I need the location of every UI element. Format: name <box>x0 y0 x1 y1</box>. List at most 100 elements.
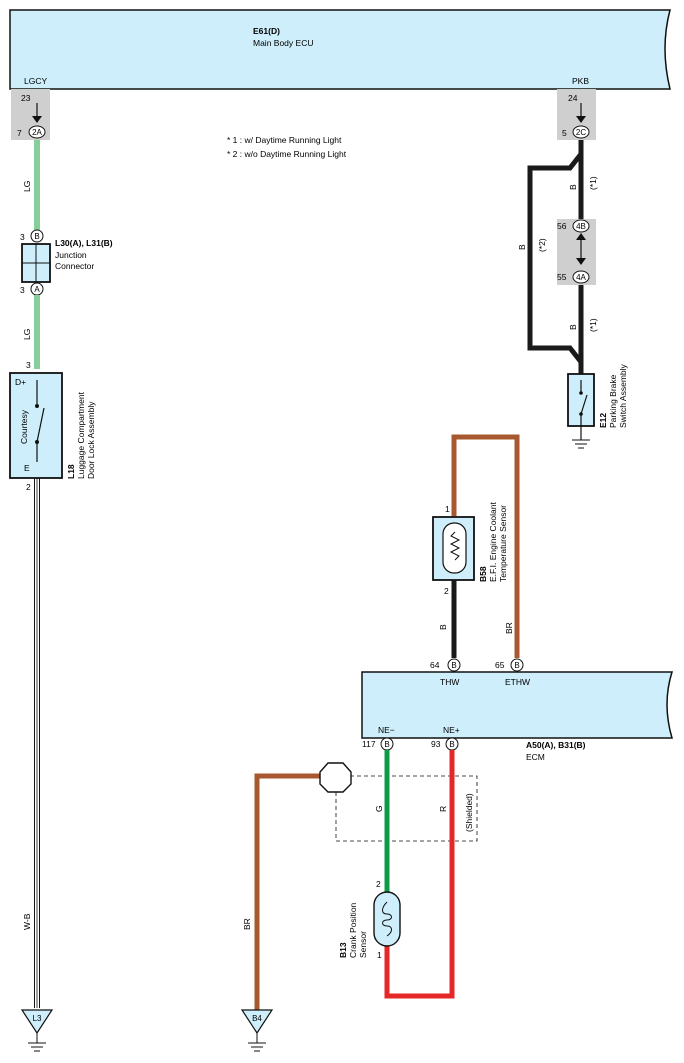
coolant-name-2: Temperature Sensor <box>498 505 508 582</box>
arrow-down-icon <box>576 258 586 265</box>
jc-top-term: B <box>34 232 39 241</box>
crank-pin-top: 2 <box>376 879 381 889</box>
right-conn-pin: 5 <box>562 128 567 138</box>
wire-wb-label: W-B <box>22 913 32 930</box>
right-wire-b-2: B <box>517 244 527 250</box>
shield-ground-icon <box>319 762 352 793</box>
jc-bottom-term: A <box>34 285 40 294</box>
wire-lg-label-1: LG <box>22 181 32 192</box>
bottom-ground-wire: BR <box>242 918 252 930</box>
switch-term-bottom: E <box>24 463 30 473</box>
mid-pin-b: 55 <box>557 272 567 282</box>
main-body-ecu: E61(D) Main Body ECU LGCY PKB <box>9 9 671 90</box>
ground-l3-icon <box>20 1009 54 1035</box>
arrow-down-icon <box>576 116 586 123</box>
left-ecu-pin: 23 <box>21 93 31 103</box>
wire-lg-label-2: LG <box>22 329 32 340</box>
right-note-1a: (*1) <box>588 176 598 190</box>
coolant-pin-top: 1 <box>445 504 450 514</box>
ecm-bottom-pin-1: 117 <box>362 739 376 749</box>
wire-br-coolant <box>451 434 520 658</box>
ecm-top-term-2: B <box>514 661 519 670</box>
crank-position-sensor: (Shielded) BR G R 2 1 B13 Crank Position… <box>242 750 478 1010</box>
ecm: 64 B 65 B THW ETHW NE− NE+ 117 B 93 B A5… <box>361 658 674 762</box>
ecm-top-term-1: B <box>451 661 456 670</box>
ground-l3-id: L3 <box>33 1014 42 1023</box>
switch-id: L18 <box>66 464 76 479</box>
ground-b4-icon <box>240 1009 274 1035</box>
right-ecu-pin: 24 <box>568 93 578 103</box>
wire-lg-upper <box>34 140 40 230</box>
switch-pin-bottom: 2 <box>26 482 31 492</box>
switch-name-2: Door Lock Assembly <box>86 401 96 479</box>
ecm-name: ECM <box>526 752 545 762</box>
crank-shielded: (Shielded) <box>464 793 474 832</box>
arrow-up-icon <box>576 233 586 240</box>
coolant-wire-br: BR <box>504 622 514 634</box>
crank-id: B13 <box>338 942 348 958</box>
mid-conn-a: 4B <box>576 222 586 231</box>
ground-b4: B4 <box>240 1009 274 1052</box>
crank-pin-bottom: 1 <box>377 950 382 960</box>
ecu-top-pin-right: PKB <box>572 76 589 86</box>
right-wire-b-3: B <box>568 324 578 330</box>
right-conn-id: 2C <box>576 128 586 137</box>
right-note-1b: (*1) <box>588 318 598 332</box>
notes: * 1 : w/ Daytime Running Light * 2 : w/o… <box>227 135 347 159</box>
ecm-bottom-pin-2: 93 <box>431 739 441 749</box>
coil-icon <box>382 901 392 937</box>
ecm-id: A50(A), B31(B) <box>526 740 586 750</box>
arrow-down-icon <box>32 116 42 123</box>
crank-name-2: Sensor <box>358 931 368 958</box>
ecm-top-pin-1: 64 <box>430 660 440 670</box>
switch-term-top: D+ <box>15 377 26 387</box>
ecu-top-id: E61(D) <box>253 26 280 36</box>
mid-conn-b: 4A <box>576 273 586 282</box>
coolant-pin-bottom: 2 <box>444 586 449 596</box>
left-circuit: 23 7 2A LG 3 B 3 A L30(A), L31(B) Juncti… <box>9 89 113 1052</box>
right-wire-b-1: B <box>568 184 578 190</box>
coolant-name-1: E.F.I. Engine Coolant <box>488 502 498 582</box>
crank-sensor-body <box>373 891 401 947</box>
ecm-top-label-2: ETHW <box>505 677 530 687</box>
ecu-top-pin-left: LGCY <box>24 76 47 86</box>
pkb-switch-name-1: Parking Brake <box>608 374 618 428</box>
ecm-bottom-label-1: NE− <box>378 725 395 735</box>
pkb-switch-name-2: Switch Assembly <box>618 363 628 428</box>
ecu-top-name: Main Body ECU <box>253 38 313 48</box>
crank-wire-r: R <box>438 806 448 812</box>
jc-name-1: Junction <box>55 250 87 260</box>
shield-box <box>335 775 478 842</box>
right-note-2: (*2) <box>537 238 547 252</box>
switch-contact-icon <box>580 394 588 415</box>
jc-pin-top: 3 <box>20 232 25 242</box>
coolant-temperature-sensor: 1 2 B58 E.F.I. Engine Coolant Temperatur… <box>432 434 520 658</box>
crank-name-1: Crank Position <box>348 902 358 958</box>
ground-b4-id: B4 <box>252 1014 262 1023</box>
ecm-bottom-term-1: B <box>384 740 389 749</box>
left-conn-pin: 7 <box>17 128 22 138</box>
thermistor-icon <box>442 522 467 574</box>
ecm-top-label-1: THW <box>440 677 459 687</box>
wire-lg-lower <box>34 295 40 369</box>
right-circuit: 24 5 2C B (*1) B (*2) 56 4B 55 4A B (*1) <box>517 89 628 449</box>
switch-pin-top: 3 <box>26 360 31 370</box>
crank-wire-g: G <box>374 805 384 812</box>
courtesy-switch-body <box>9 372 63 479</box>
wire-r <box>384 750 455 999</box>
ecm-bottom-term-2: B <box>449 740 454 749</box>
ecm-bottom-label-2: NE+ <box>443 725 460 735</box>
switch-name-1: Luggage Compartment <box>76 391 86 479</box>
ecm-body <box>361 671 674 739</box>
mid-pin-a: 56 <box>557 221 567 231</box>
pkb-switch-id: E12 <box>598 413 608 428</box>
left-conn-id: 2A <box>32 128 42 137</box>
jc-name-2: Connector <box>55 261 94 271</box>
switch-contact-icon <box>36 407 45 443</box>
coolant-id: B58 <box>478 566 488 582</box>
note-2: * 2 : w/o Daytime Running Light <box>227 149 347 159</box>
coolant-wire-b: B <box>438 624 448 630</box>
ecm-top-pin-2: 65 <box>495 660 505 670</box>
